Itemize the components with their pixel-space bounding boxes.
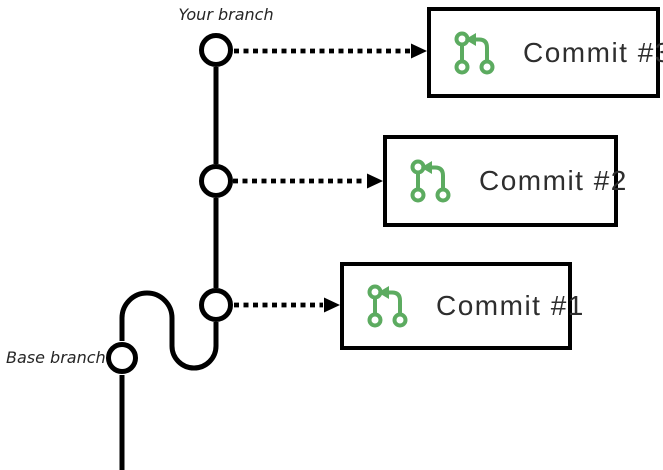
commit-box-1: Commit #1 (340, 262, 583, 350)
commit-node-3 (199, 33, 233, 67)
your-branch-label: Your branch (178, 5, 274, 24)
commit-box-3: Commit #3 (427, 7, 663, 98)
base-branch-node (106, 342, 138, 374)
git-compare-icon (367, 284, 408, 328)
commit-node-2 (199, 164, 233, 198)
git-compare-icon (410, 159, 451, 203)
branch-merge-curve (119, 290, 219, 371)
commit-label: Commit #1 (436, 290, 585, 321)
commit-box-2: Commit #2 (383, 135, 626, 227)
commit-label: Commit #3 (523, 36, 663, 68)
arrowhead-commit-3 (411, 43, 427, 59)
arrowhead-commit-2 (367, 173, 383, 189)
commit-label: Commit #2 (479, 165, 628, 196)
base-branch-label: Base branch (6, 348, 106, 367)
git-compare-icon (454, 31, 495, 74)
commit-node-1 (199, 288, 233, 322)
arrowhead-commit-1 (324, 297, 340, 313)
